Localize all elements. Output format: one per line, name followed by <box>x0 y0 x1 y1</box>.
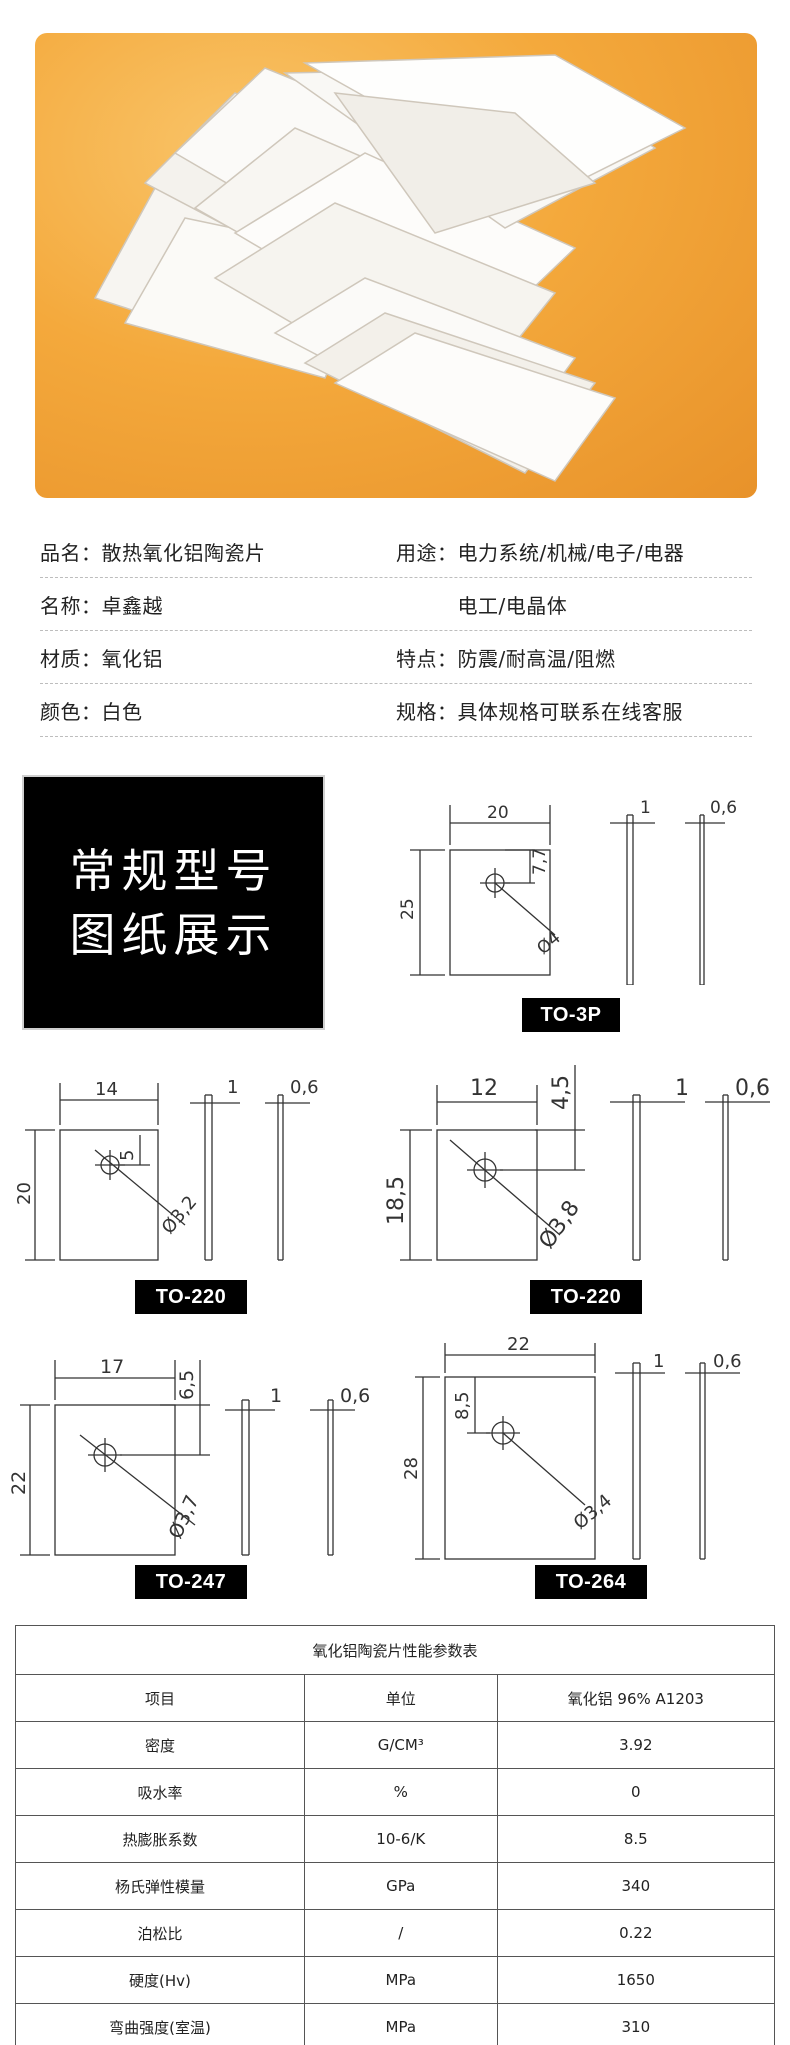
dim-width: 14 <box>95 1079 118 1100</box>
dim-diameter: Ø3,8 <box>534 1196 584 1253</box>
table-title: 氧化铝陶瓷片性能参数表 <box>15 1625 775 1675</box>
drawing-to220-a: 14 20 5 Ø3,2 1 0,6 <box>15 1077 319 1261</box>
table-cell: 0.22 <box>496 1909 775 1957</box>
table-cell: 热膨胀系数 <box>15 1815 305 1863</box>
dim-hole-offset: 4,5 <box>549 1075 574 1110</box>
drawings-header-box: 常规型号 图纸展示 <box>22 775 325 1030</box>
drawing-to220-b: 12 18,5 4,5 Ø3,8 1 0,6 <box>385 1065 770 1261</box>
dim-diameter: Ø3,7 <box>165 1492 204 1542</box>
table-cell: G/CM³ <box>303 1721 498 1769</box>
info-row: 名称：卓鑫越 电工/电晶体 <box>40 578 752 631</box>
drawing-to3p: 20 25 7,7 Ø4 1 0,6 <box>398 798 737 985</box>
dim-thickness-2: 0,6 <box>735 1076 770 1101</box>
table-row: 杨氏弹性模量 GPa 340 <box>15 1862 775 1910</box>
dim-hole-offset: 7,7 <box>530 848 550 875</box>
dim-hole-offset: 6,5 <box>176 1370 198 1400</box>
model-tag-to264: TO-264 <box>535 1565 647 1599</box>
table-cell: 340 <box>496 1862 775 1910</box>
info-features: 特点：防震/耐高温/阻燃 <box>396 646 616 671</box>
table-title-row: 氧化铝陶瓷片性能参数表 <box>15 1625 775 1675</box>
dim-height: 20 <box>15 1182 35 1205</box>
model-tag-to220-a: TO-220 <box>135 1280 247 1314</box>
table-cell: 0 <box>496 1768 775 1816</box>
dim-height: 18,5 <box>385 1176 409 1225</box>
performance-table-wrap: 氧化铝陶瓷片性能参数表 项目 单位 氧化铝 96% A1203 密度 G/CM³… <box>15 1625 775 2045</box>
dim-height: 22 <box>10 1471 30 1495</box>
table-row: 密度 G/CM³ 3.92 <box>15 1721 775 1769</box>
table-row: 热膨胀系数 10-6/K 8.5 <box>15 1815 775 1863</box>
drawing-to247: 17 22 6,5 Ø3,7 1 0,6 <box>10 1356 370 1556</box>
table-cell: 10-6/K <box>303 1815 498 1863</box>
table-row: 弯曲强度(室温) MPa 310 <box>15 2003 775 2045</box>
info-spec: 规格：具体规格可联系在线客服 <box>396 699 683 724</box>
drawings-header-line-1: 常规型号 <box>69 843 278 898</box>
dim-thickness-1: 1 <box>675 1076 689 1101</box>
table-header-item: 项目 <box>15 1674 305 1722</box>
table-cell: 8.5 <box>496 1815 775 1863</box>
drawing-to264: 22 28 8,5 Ø3,4 1 0,6 <box>401 1334 742 1560</box>
plate-outline <box>449 849 551 976</box>
table-row: 吸水率 % 0 <box>15 1768 775 1816</box>
dim-width: 20 <box>487 803 509 823</box>
info-usage-cont: 电工/电晶体 <box>396 593 568 618</box>
dim-height: 25 <box>398 898 418 920</box>
info-color: 颜色：白色 <box>40 699 143 724</box>
table-cell: MPa <box>303 1956 498 2004</box>
dim-hole-offset: 8,5 <box>452 1391 473 1420</box>
table-cell: % <box>303 1768 498 1816</box>
table-header-unit: 单位 <box>303 1674 498 1722</box>
product-photo <box>35 33 757 498</box>
table-cell: MPa <box>303 2003 498 2045</box>
model-tag-to220-b: TO-220 <box>530 1280 642 1314</box>
model-tag-to3p: TO-3P <box>522 998 620 1032</box>
table-cell: 泊松比 <box>15 1909 305 1957</box>
dim-diameter: Ø3,2 <box>158 1192 202 1238</box>
dim-thickness-2: 0,6 <box>713 1351 742 1372</box>
drawings-header-line-2: 图纸展示 <box>69 907 278 962</box>
table-cell: 310 <box>496 2003 775 2045</box>
info-row: 颜色：白色 规格：具体规格可联系在线客服 <box>40 684 752 737</box>
table-cell: 杨氏弹性模量 <box>15 1862 305 1910</box>
table-cell: 3.92 <box>496 1721 775 1769</box>
product-info-grid: 品名：散热氧化铝陶瓷片 用途：电力系统/机械/电子/电器 名称：卓鑫越 电工/电… <box>40 525 752 737</box>
dim-diameter: Ø4 <box>533 928 564 959</box>
info-row: 材质：氧化铝 特点：防震/耐高温/阻燃 <box>40 631 752 684</box>
model-tag-to247: TO-247 <box>135 1565 247 1599</box>
info-brand: 名称：卓鑫越 <box>40 593 163 618</box>
performance-table: 氧化铝陶瓷片性能参数表 项目 单位 氧化铝 96% A1203 密度 G/CM³… <box>15 1625 775 2045</box>
dim-thickness-2: 0,6 <box>340 1385 370 1407</box>
info-material: 材质：氧化铝 <box>40 646 163 671</box>
ceramic-sheets-illustration <box>93 54 687 482</box>
table-cell: 吸水率 <box>15 1768 305 1816</box>
dim-height: 28 <box>401 1457 422 1480</box>
dim-width: 17 <box>100 1356 124 1378</box>
dim-thickness-1: 1 <box>653 1351 664 1372</box>
dim-thickness-2: 0,6 <box>710 798 737 818</box>
table-row: 泊松比 / 0.22 <box>15 1909 775 1957</box>
table-cell: 硬度(Hv) <box>15 1956 305 2004</box>
table-header-row: 项目 单位 氧化铝 96% A1203 <box>15 1674 775 1722</box>
dim-thickness-1: 1 <box>227 1077 238 1098</box>
table-cell: 1650 <box>496 1956 775 2004</box>
dim-diameter: Ø3,4 <box>570 1490 616 1534</box>
dim-thickness-2: 0,6 <box>290 1077 319 1098</box>
table-cell: 密度 <box>15 1721 305 1769</box>
info-row: 品名：散热氧化铝陶瓷片 用途：电力系统/机械/电子/电器 <box>40 525 752 578</box>
table-cell: GPa <box>303 1862 498 1910</box>
table-row: 硬度(Hv) MPa 1650 <box>15 1956 775 2004</box>
dim-width: 12 <box>470 1076 498 1101</box>
table-cell: / <box>303 1909 498 1957</box>
dim-width: 22 <box>507 1334 530 1355</box>
table-cell: 弯曲强度(室温) <box>15 2003 305 2045</box>
info-name: 品名：散热氧化铝陶瓷片 <box>40 540 266 565</box>
table-header-value: 氧化铝 96% A1203 <box>496 1674 775 1722</box>
dim-thickness-1: 1 <box>270 1385 282 1407</box>
dim-hole-offset: 5 <box>117 1150 138 1161</box>
info-usage: 用途：电力系统/机械/电子/电器 <box>396 540 685 565</box>
dim-thickness-1: 1 <box>640 798 651 818</box>
